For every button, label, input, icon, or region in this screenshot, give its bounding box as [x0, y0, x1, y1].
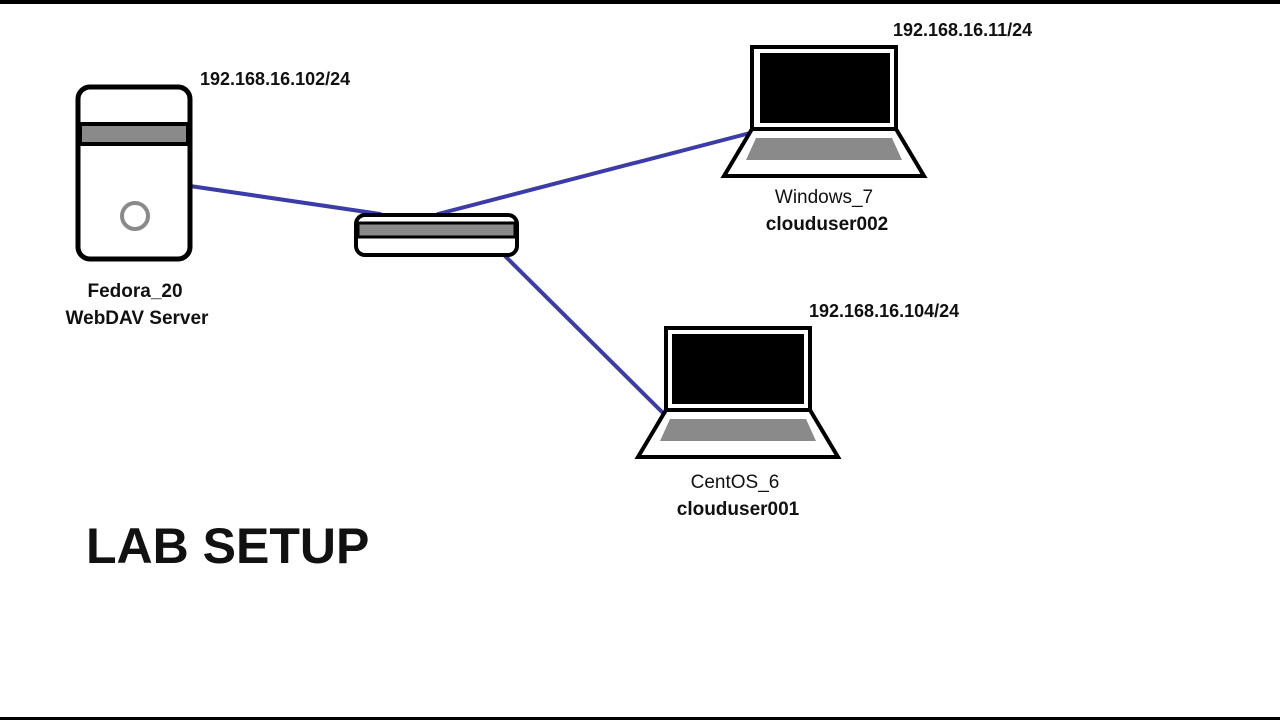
link-switch-centos [503, 254, 664, 414]
centos-user-label: clouduser001 [676, 499, 800, 520]
laptop-icon-windows [720, 45, 928, 178]
windows-user-label: clouduser002 [765, 214, 889, 235]
server-ip-label: 192.168.16.102/24 [200, 69, 351, 89]
server-role-label: WebDAV Server [65, 308, 209, 329]
link-server-switch [188, 184, 382, 216]
windows-name-label: Windows_7 [774, 187, 874, 208]
server-name-label: Fedora_20 [87, 281, 183, 302]
centos-name-label: CentOS_6 [690, 472, 780, 493]
links [188, 130, 756, 414]
server-tower-icon [75, 84, 193, 262]
laptop-icon-centos [634, 326, 842, 459]
network-switch-icon [354, 213, 519, 257]
centos-ip-label: 192.168.16.104/24 [809, 301, 960, 321]
diagram-sheet [0, 4, 1280, 717]
link-switch-windows [436, 130, 756, 216]
windows-ip-label: 192.168.16.11/24 [893, 20, 1033, 40]
page-title: LAB SETUP [86, 518, 370, 574]
